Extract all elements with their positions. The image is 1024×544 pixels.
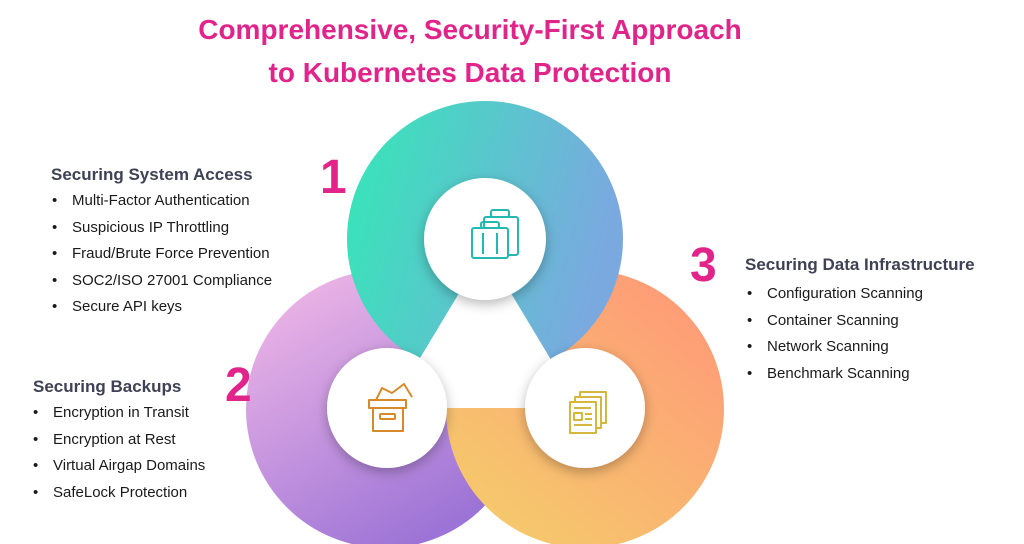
list-item: SafeLock Protection [33, 480, 205, 507]
data-infrastructure-list: Configuration Scanning Container Scannin… [747, 281, 923, 387]
document-stack-icon [569, 391, 607, 434]
list-item: Container Scanning [747, 308, 923, 335]
list-item: Encryption in Transit [33, 400, 205, 427]
system-access-list: Multi-Factor Authentication Suspicious I… [52, 188, 272, 321]
center-triangle [390, 250, 580, 408]
title-line-2: to Kubernetes Data Protection [268, 57, 672, 88]
group-title-data-infrastructure: Securing Data Infrastructure [745, 255, 975, 274]
list-item: Virtual Airgap Domains [33, 453, 205, 480]
list-item: Multi-Factor Authentication [52, 188, 272, 215]
step-number-3: 3 [690, 239, 717, 292]
page-title: Comprehensive, Security-First Approach t… [0, 8, 940, 94]
group-title-system-access: Securing System Access [51, 165, 253, 184]
group-title-backups: Securing Backups [33, 377, 182, 396]
list-item: Configuration Scanning [747, 281, 923, 308]
list-item: Secure API keys [52, 294, 272, 321]
backups-list: Encryption in Transit Encryption at Rest… [33, 400, 205, 506]
luggage-icon [471, 209, 519, 259]
list-item: SOC2/ISO 27001 Compliance [52, 268, 272, 295]
archive-box-icon [368, 383, 413, 432]
step-number-2: 2 [225, 359, 252, 412]
list-item: Fraud/Brute Force Prevention [52, 241, 272, 268]
list-item: Encryption at Rest [33, 427, 205, 454]
step-number-1: 1 [320, 151, 347, 204]
list-item: Suspicious IP Throttling [52, 215, 272, 242]
list-item: Network Scanning [747, 334, 923, 361]
list-item: Benchmark Scanning [747, 361, 923, 388]
title-line-1: Comprehensive, Security-First Approach [198, 14, 742, 45]
